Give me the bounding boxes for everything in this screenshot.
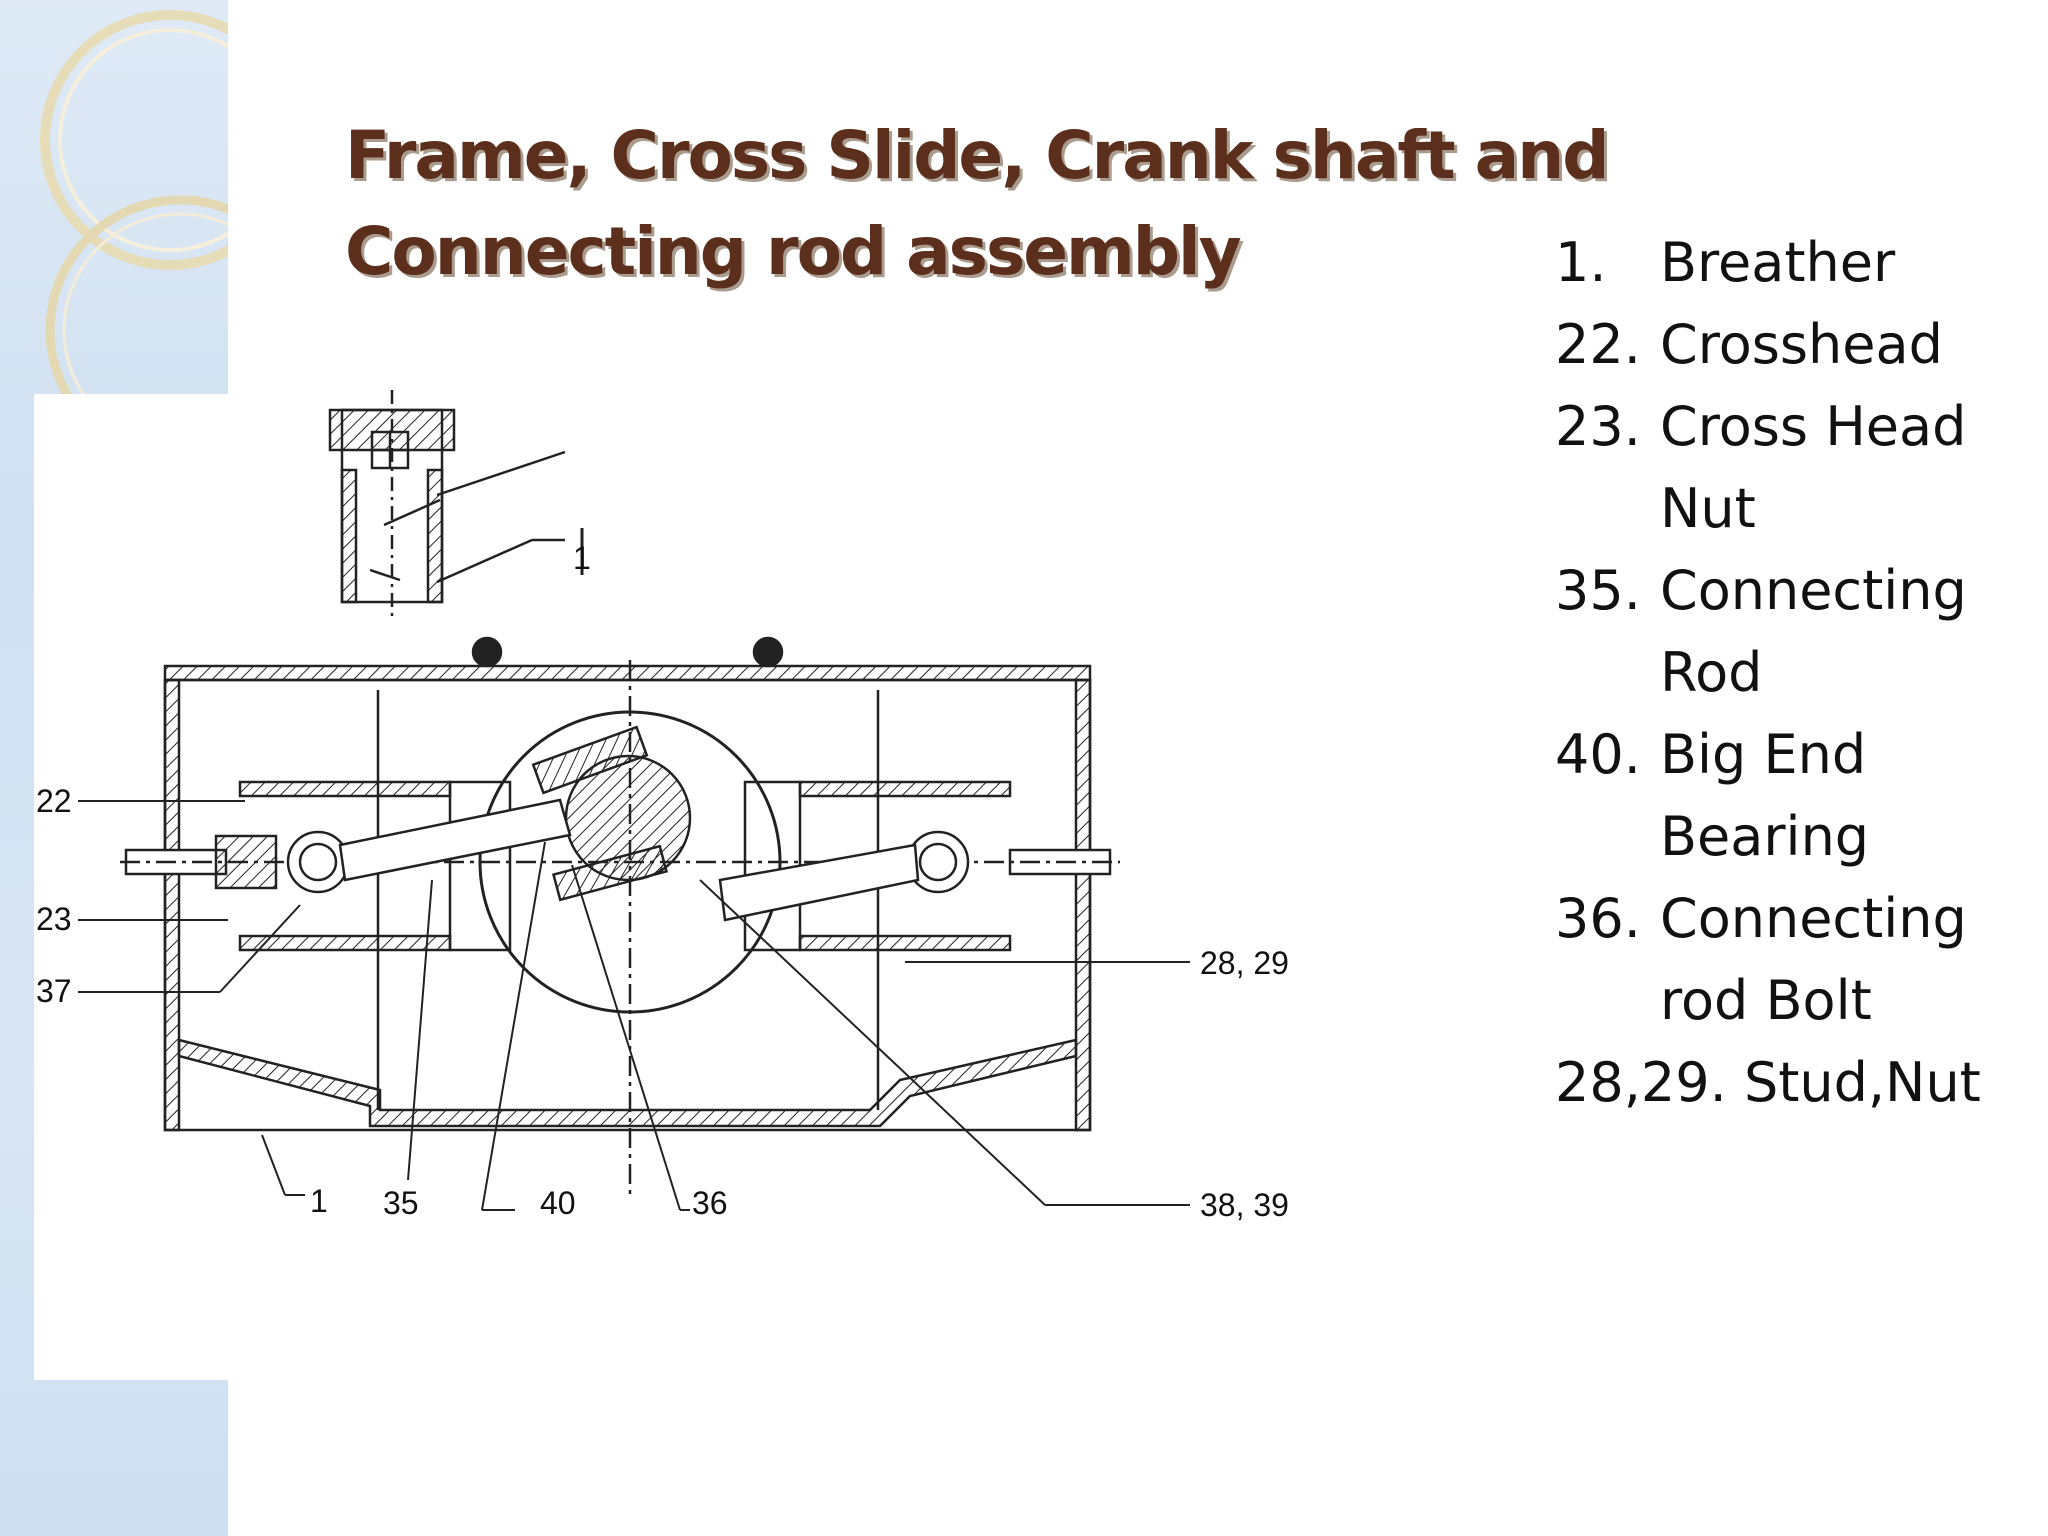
parts-legend: 1. Breather 22. Crosshead 23. Cross Head… [1555, 222, 1981, 1124]
legend-item-cross-head-nut: 23. Cross Head Nut [1555, 386, 1981, 550]
slide-title: Frame, Cross Slide, Crank shaft and Conn… [345, 108, 1745, 300]
callout-22: 22 [36, 783, 72, 819]
legend-text: Connecting [1660, 887, 1967, 950]
callout-40: 40 [540, 1185, 576, 1221]
legend-item-big-end-bearing: 40. Big End Bearing [1555, 714, 1981, 878]
legend-item-breather: 1. Breather [1555, 222, 1981, 304]
title-line-2: Connecting rod assembly [345, 213, 1242, 290]
legend-text: Connecting [1660, 559, 1967, 622]
connecting-rods [286, 725, 970, 922]
leader-lines [78, 800, 1190, 1211]
legend-item-connecting-rod-bolt: 36. Connecting rod Bolt [1555, 878, 1981, 1042]
legend-number: 35. [1555, 559, 1641, 622]
breather-part [328, 390, 584, 622]
callout-1: 1 [310, 1183, 328, 1219]
legend-item-crosshead: 22. Crosshead [1555, 304, 1981, 386]
legend-text-cont: Bearing [1660, 805, 1870, 868]
legend-number: 28,29. [1555, 1051, 1727, 1114]
callout-labels: 22 23 37 28, 29 1 35 40 36 38, 39 1 [36, 540, 1289, 1223]
legend-text-cont: rod Bolt [1660, 969, 1872, 1032]
callout-38-39: 38, 39 [1200, 1187, 1289, 1223]
legend-number: 23. [1555, 395, 1641, 458]
legend-number: 36. [1555, 887, 1641, 950]
legend-text: Breather [1660, 231, 1896, 294]
callout-breather: 1 [573, 540, 591, 576]
crosshead-guides [238, 780, 1012, 952]
legend-item-connecting-rod: 35. Connecting Rod [1555, 550, 1981, 714]
callout-37: 37 [36, 973, 72, 1009]
callout-28-29: 28, 29 [1200, 945, 1289, 981]
legend-text: Cross Head [1660, 395, 1967, 458]
legend-item-stud-nut: 28,29. Stud,Nut [1555, 1042, 1981, 1124]
legend-text: Crosshead [1660, 313, 1943, 376]
title-line-1: Frame, Cross Slide, Crank shaft and [345, 117, 1609, 194]
callout-35: 35 [383, 1185, 419, 1221]
legend-number: 40. [1555, 723, 1641, 786]
legend-number: 1. [1555, 231, 1607, 294]
legend-text: Big End [1660, 723, 1867, 786]
legend-text-cont: Rod [1660, 641, 1763, 704]
legend-text-cont: Nut [1660, 477, 1756, 540]
legend-text: Stud,Nut [1743, 1051, 1981, 1114]
legend-number: 22. [1555, 313, 1641, 376]
callout-23: 23 [36, 901, 72, 937]
callout-36: 36 [692, 1185, 728, 1221]
